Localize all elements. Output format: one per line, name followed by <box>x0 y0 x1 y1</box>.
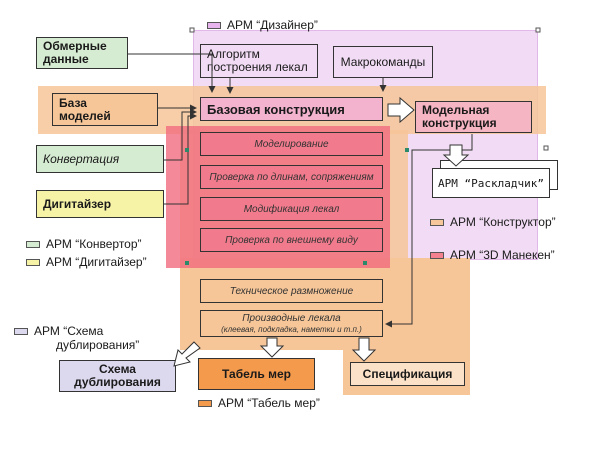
legend-scheme: АРМ “Схема дублирования” <box>14 324 139 352</box>
measurements-label: Обмерные данные <box>43 39 107 66</box>
base-construction-box: Базовая конструкция <box>200 97 383 121</box>
designer-handle-r <box>543 145 549 151</box>
model-base-box: База моделей <box>52 93 158 126</box>
scheme-label: Схема дублирования <box>74 362 161 389</box>
block-arrow-to-raskladchik <box>442 144 470 167</box>
legend-constructor-swatch <box>430 218 444 226</box>
handle-3 <box>363 261 367 265</box>
check-lengths-box: Проверка по длинам, сопряжениям <box>200 165 383 189</box>
legend-convertor: АРМ “Конвертор” <box>26 237 142 251</box>
tabel-label: Табель мер <box>221 366 291 381</box>
specification-box: Спецификация <box>350 362 465 386</box>
derived-label-1: Производные лекала <box>242 312 341 324</box>
modeling-box: Моделирование <box>200 132 383 156</box>
legend-manekin: АРМ “3D Манекен” <box>430 248 555 262</box>
legend-convertor-label: АРМ “Конвертор” <box>46 237 142 251</box>
check-appearance-label: Проверка по внешнему виду <box>225 234 358 246</box>
model-construction-label: Модельная конструкция <box>422 103 497 130</box>
legend-scheme-text: АРМ “Схема дублирования” <box>34 324 139 352</box>
tech-grading-label: Техническое размножение <box>229 285 354 297</box>
arrow-model-to-derived <box>385 134 473 328</box>
tech-grading-box: Техническое размножение <box>200 279 383 303</box>
arrow-measurements <box>128 53 216 93</box>
derived-label-2: (клеевая, подкладка, наметки и т.п.) <box>221 324 362 334</box>
tabel-box: Табель мер <box>198 358 315 390</box>
legend-designer-label: АРМ “Дизайнер” <box>227 18 318 32</box>
handle-4 <box>405 148 409 152</box>
legend-digitizer-swatch <box>26 258 40 266</box>
legend-convertor-swatch <box>26 240 40 248</box>
model-base-label: База моделей <box>59 95 111 123</box>
block-arrow-to-spec <box>351 337 377 362</box>
legend-constructor-label: АРМ “Конструктор” <box>450 215 556 229</box>
legend-scheme-label-2: дублирования” <box>56 338 140 352</box>
handle-2 <box>185 261 189 265</box>
check-lengths-label: Проверка по длинам, сопряжениям <box>209 171 374 183</box>
specification-label: Спецификация <box>362 366 453 381</box>
legend-designer: АРМ “Дизайнер” <box>207 18 318 32</box>
check-appearance-box: Проверка по внешнему виду <box>200 228 383 252</box>
raskladchik-label: АРМ “Раскладчик” <box>438 176 544 190</box>
designer-handle-tl <box>189 27 195 33</box>
block-arrow-to-tabel <box>259 337 285 358</box>
raskladchik-box: АРМ “Раскладчик” <box>432 160 558 198</box>
legend-manekin-label: АРМ “3D Манекен” <box>450 248 555 262</box>
macros-box: Макрокоманды <box>333 46 433 78</box>
derived-box: Производные лекала (клеевая, подкладка, … <box>200 310 383 337</box>
model-construction-box: Модельная конструкция <box>415 101 532 133</box>
legend-scheme-label-1: АРМ “Схема <box>34 324 104 338</box>
legend-tabel-swatch <box>198 399 212 407</box>
handle-1 <box>185 148 189 152</box>
legend-manekin-swatch <box>430 251 444 259</box>
algorithm-label: Алгоритм построения лекал <box>207 47 308 74</box>
base-construction-label: Базовая конструкция <box>207 101 345 117</box>
legend-designer-swatch <box>207 21 221 29</box>
digitizer-box: Дигитайзер <box>36 190 164 218</box>
measurements-box: Обмерные данные <box>36 37 128 69</box>
macros-label: Макрокоманды <box>340 54 426 69</box>
legend-digitizer-label: АРМ “Дигитайзер” <box>46 255 147 269</box>
conversion-box: Конвертация <box>36 145 164 173</box>
legend-digitizer: АРМ “Дигитайзер” <box>26 255 147 269</box>
digitizer-label: Дигитайзер <box>43 196 112 211</box>
scheme-box: Схема дублирования <box>59 360 176 392</box>
raskladchik-front: АРМ “Раскладчик” <box>432 168 550 198</box>
arrow-conversion <box>164 108 197 161</box>
modeling-label: Моделирование <box>254 138 329 150</box>
block-arrow-to-scheme <box>173 341 201 367</box>
legend-tabel-label: АРМ “Табель мер” <box>218 396 320 410</box>
designer-handle-tr <box>535 27 541 33</box>
conversion-label: Конвертация <box>43 151 120 166</box>
legend-constructor: АРМ “Конструктор” <box>430 215 556 229</box>
legend-tabel: АРМ “Табель мер” <box>198 396 320 410</box>
modification-box: Модификация лекал <box>200 197 383 221</box>
arrow-digitizer <box>164 112 197 205</box>
modification-label: Модификация лекал <box>243 203 340 215</box>
legend-scheme-swatch <box>14 328 28 335</box>
algorithm-box: Алгоритм построения лекал <box>200 44 318 78</box>
block-arrow-to-model <box>387 96 415 124</box>
